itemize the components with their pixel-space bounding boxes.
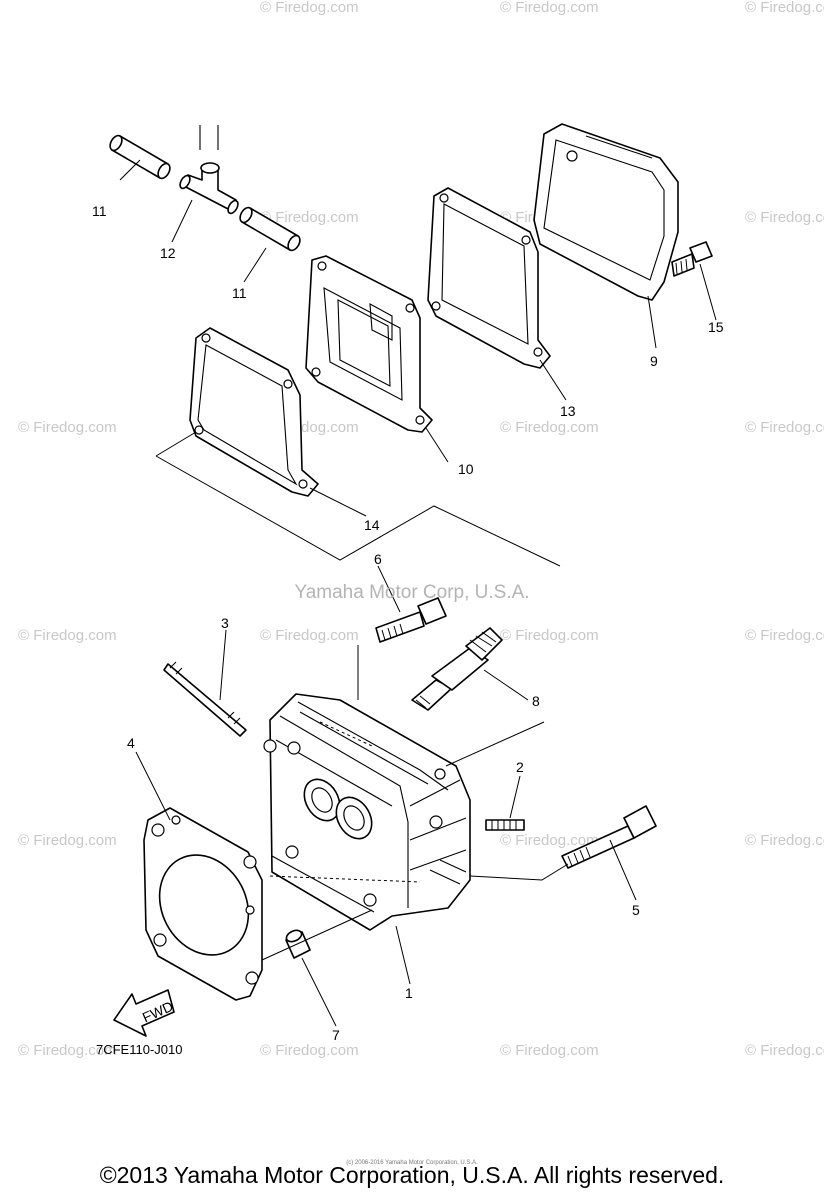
watermark: © Firedog.com xyxy=(260,1042,359,1059)
watermark: © Firedog.com xyxy=(500,627,599,644)
callout-numbers: 1 2 3 4 5 6 7 8 9 10 11 11 12 13 14 15 xyxy=(92,203,724,1043)
watermark: © Firedog.com xyxy=(260,627,359,644)
small-copyright-note: (c) 2006-2016 Yamaha Motor Corporation, … xyxy=(346,1160,478,1166)
watermark: © Firedog.com xyxy=(500,0,599,16)
gasket-14 xyxy=(189,327,319,497)
dowel-pin-7 xyxy=(285,929,311,959)
watermark: © Firedog.com xyxy=(745,0,824,16)
callout-6: 6 xyxy=(374,551,382,567)
watermark: © Firedog.com xyxy=(745,832,824,849)
hose-upper xyxy=(109,134,171,180)
watermark: © Firedog.com xyxy=(260,209,359,226)
copyright-footer: ©2013 Yamaha Motor Corporation, U.S.A. A… xyxy=(99,1162,725,1188)
watermark: © Firedog.com xyxy=(745,627,824,644)
watermark: © Firedog.com xyxy=(260,0,359,16)
watermark-layer: © Firedog.com © Firedog.com © Firedog.co… xyxy=(18,0,824,1059)
watermark: © Firedog.com xyxy=(745,209,824,226)
stud-3 xyxy=(163,661,247,737)
bolt-15 xyxy=(671,241,713,277)
callout-3: 3 xyxy=(221,615,229,631)
callout-5: 5 xyxy=(632,902,640,918)
callout-9: 9 xyxy=(650,353,658,369)
watermark: © Firedog.com xyxy=(500,419,599,436)
stud-2 xyxy=(485,819,525,831)
center-watermark: Yamaha Motor Corp, U.S.A. xyxy=(294,582,530,603)
callout-7: 7 xyxy=(332,1027,340,1043)
callout-1: 1 xyxy=(405,985,413,1001)
fwd-arrow-icon: FWD xyxy=(113,989,175,1037)
bolt-6 xyxy=(375,597,447,643)
callout-10: 10 xyxy=(458,461,474,477)
head-cover-9 xyxy=(533,123,679,301)
callout-14: 14 xyxy=(364,517,380,533)
bolt-5 xyxy=(561,805,657,869)
callout-13: 13 xyxy=(560,403,576,419)
gasket-13 xyxy=(427,187,551,369)
watermark: © Firedog.com xyxy=(18,1042,117,1059)
watermark: © Firedog.com xyxy=(18,627,117,644)
callout-4: 4 xyxy=(127,735,135,751)
hose-lower xyxy=(239,206,301,252)
watermark: © Firedog.com xyxy=(500,832,599,849)
spark-plug-8 xyxy=(411,627,503,711)
watermark: © Firedog.com xyxy=(745,1042,824,1059)
watermark: © Firedog.com xyxy=(18,419,117,436)
breather-plate-10 xyxy=(305,255,433,433)
leader-lines-upper xyxy=(119,159,717,567)
t-joint xyxy=(179,125,239,215)
watermark: © Firedog.com xyxy=(745,419,824,436)
callout-11-upper: 11 xyxy=(92,203,107,219)
callout-8: 8 xyxy=(532,693,540,709)
callout-15: 15 xyxy=(708,319,724,335)
cylinder-head-1 xyxy=(263,693,471,931)
callout-12: 12 xyxy=(160,245,176,261)
diagram-code: 7CFE110-J010 xyxy=(96,1042,183,1057)
watermark: © Firedog.com xyxy=(18,832,117,849)
callout-11-lower: 11 xyxy=(232,285,247,301)
callout-2: 2 xyxy=(516,759,524,775)
head-gasket-4 xyxy=(143,807,263,1001)
watermark: © Firedog.com xyxy=(500,1042,599,1059)
leader-lines-lower xyxy=(135,565,637,1027)
